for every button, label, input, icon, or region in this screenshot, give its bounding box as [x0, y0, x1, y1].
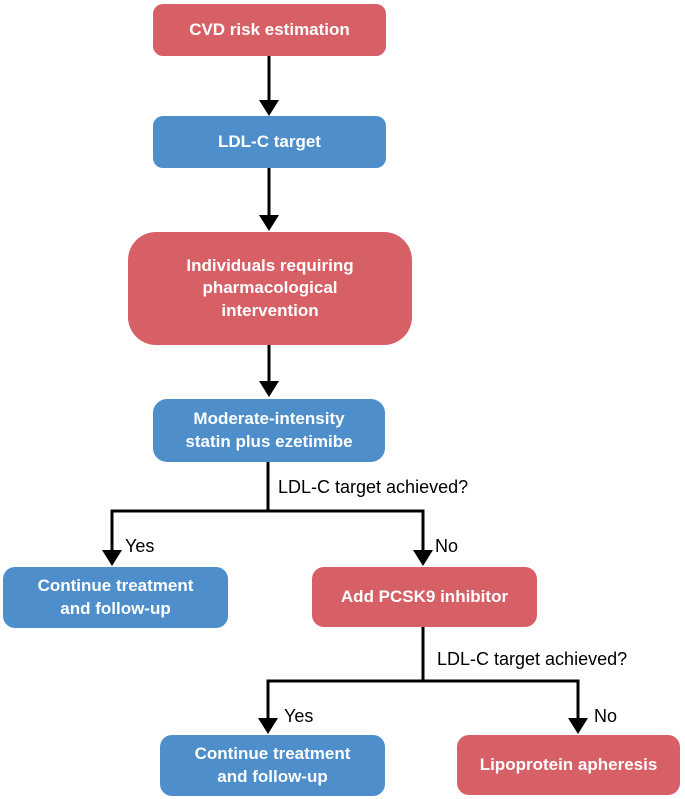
node-cvd-risk-estimation: CVD risk estimation [153, 4, 386, 56]
branch-2-connector [258, 627, 588, 734]
node-label: Individuals requiring pharmacological in… [186, 256, 354, 320]
edge-label-no-2: No [594, 706, 618, 726]
node-continue-treatment-2: Continue treatment and follow-up [160, 735, 385, 796]
node-label: LDL-C target [218, 131, 321, 151]
node-statin-plus-ezetimibe: Moderate-intensity statin plus ezetimibe [153, 399, 385, 462]
node-lipoprotein-apheresis: Lipoprotein apheresis [457, 735, 680, 795]
arrowhead-no-1 [413, 550, 433, 566]
node-pharmacological-intervention: Individuals requiring pharmacological in… [128, 232, 412, 345]
edge-label-no-1: No [435, 536, 459, 556]
node-label: Continue treatment and follow-up [37, 576, 194, 618]
node-add-pcsk9-inhibitor: Add PCSK9 inhibitor [312, 567, 537, 627]
edge-label-decision-2: LDL-C target achieved? [437, 649, 628, 669]
arrow-ldl-to-pharm [259, 168, 279, 231]
edge-label-yes-1: Yes [125, 536, 155, 556]
edge-label-yes-2: Yes [284, 706, 314, 726]
arrowhead-no-2 [568, 718, 588, 734]
node-label: CVD risk estimation [189, 19, 350, 39]
arrow-pharm-to-statin [259, 345, 279, 397]
arrowhead-yes-2 [258, 718, 278, 734]
node-label: Continue treatment and follow-up [194, 744, 351, 786]
node-label: Add PCSK9 inhibitor [340, 586, 509, 606]
arrow-cvd-to-ldl [259, 56, 279, 116]
node-ldl-c-target: LDL-C target [153, 116, 386, 168]
arrowhead-yes-1 [102, 550, 122, 566]
node-continue-treatment-1: Continue treatment and follow-up [3, 567, 228, 628]
node-label: Moderate-intensity statin plus ezetimibe [185, 409, 353, 451]
edge-label-decision-1: LDL-C target achieved? [278, 477, 469, 497]
branch-1-connector [102, 462, 433, 566]
node-label: Lipoprotein apheresis [479, 754, 658, 774]
